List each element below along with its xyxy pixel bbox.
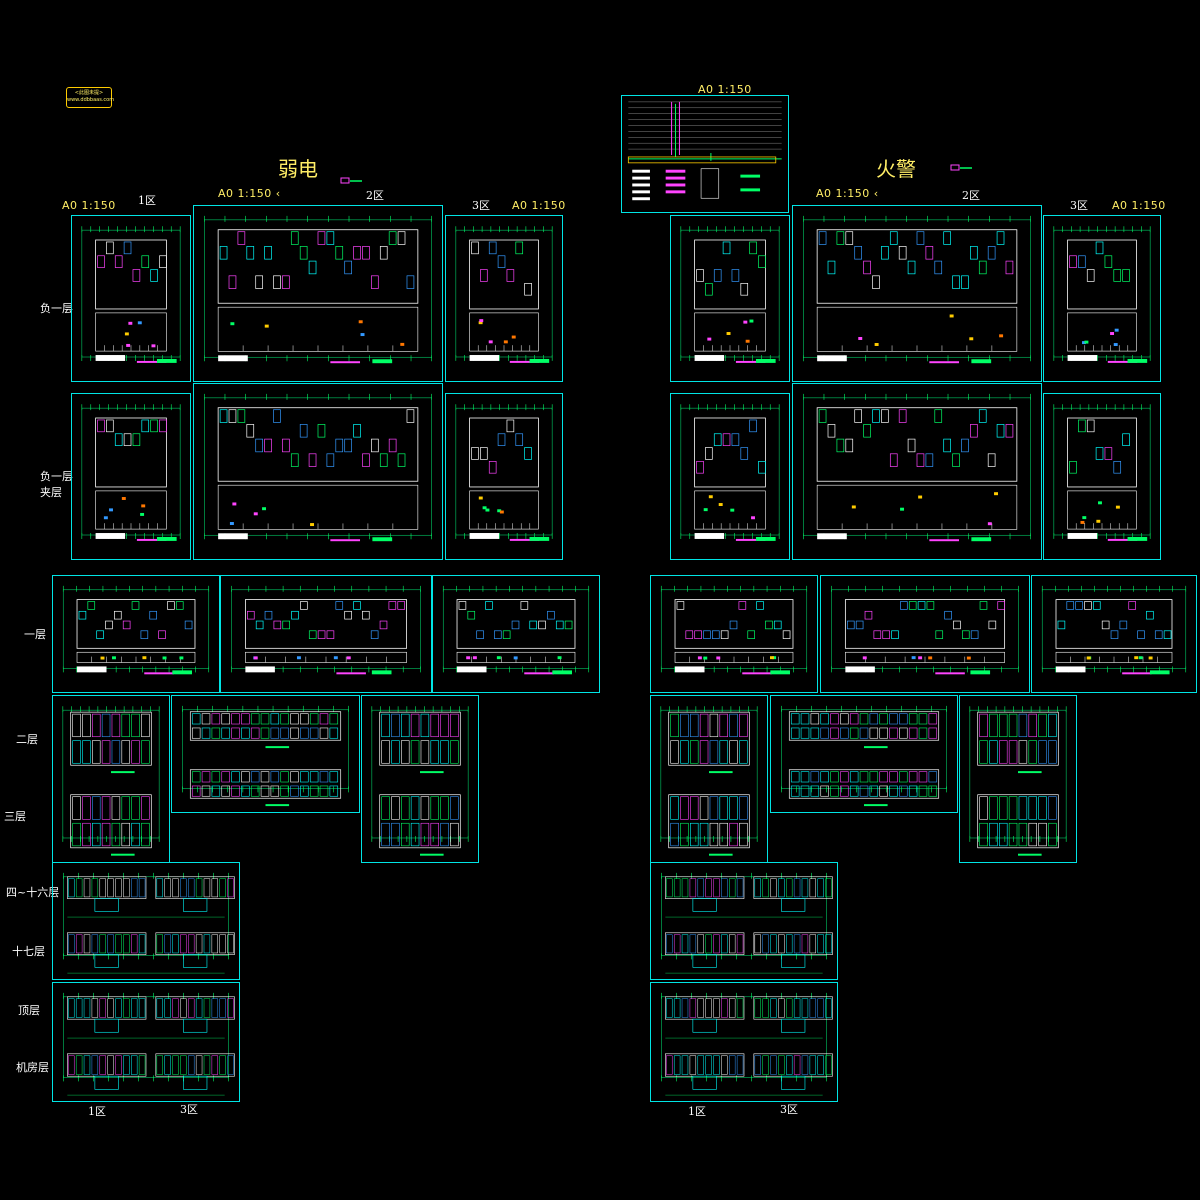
sheet-l-b1m-z2-plan xyxy=(204,393,432,542)
sheet-r-f1-z1-plan xyxy=(660,585,808,675)
sheet-r-roof-plan xyxy=(661,992,833,1096)
sheet-l-f1-z1 xyxy=(52,575,220,693)
sheet-l-f4-17-plan xyxy=(63,872,235,974)
sheet-l-f1-z3-plan xyxy=(442,585,590,675)
sheet-l-b1-z2 xyxy=(193,205,443,382)
source-stamp: <此图未提> www.ddbbaas.com xyxy=(66,87,115,108)
sheet-l-b1-z3-plan xyxy=(455,226,553,363)
sheet-l-f2-z2-plan xyxy=(182,705,349,807)
right-title: 火警 xyxy=(876,157,916,181)
sheet-l-b1m-z2 xyxy=(193,383,443,560)
sheet-r-f2-z2-plan xyxy=(781,705,947,807)
left-bottom-zone-3: 3区 xyxy=(180,1103,198,1116)
sheet-r-b1-z2 xyxy=(792,205,1042,382)
floor-label-f17: 十七层 xyxy=(12,945,45,958)
sheet-l-roof-plan xyxy=(63,992,235,1096)
floor-label-f3: 三层 xyxy=(4,810,26,823)
sheet-l-f1-z2 xyxy=(220,575,432,693)
right-bottom-zone-1: 1区 xyxy=(688,1105,706,1118)
right-zone-3: 3区 xyxy=(1070,199,1088,212)
sheet-l-b1-z2-plan xyxy=(204,215,432,364)
sheet-r-f23-z3-plan xyxy=(969,706,1067,856)
right-title-mark xyxy=(950,164,972,171)
left-zone-3: 3区 xyxy=(472,199,490,212)
sheet-l-b1-z3 xyxy=(445,215,563,382)
legend-table xyxy=(627,101,782,201)
sheet-l-f1-z1-plan xyxy=(62,585,210,675)
sheet-r-f4-17-plan xyxy=(661,872,833,974)
left-title-mark xyxy=(340,177,362,184)
sheet-r-f2-z2 xyxy=(770,695,958,813)
sheet-l-f4-17 xyxy=(52,862,240,980)
left-zone-1: 1区 xyxy=(138,194,156,207)
left-zone-2: 2区 xyxy=(366,189,384,202)
sheet-l-f1-z2-plan xyxy=(231,585,421,675)
sheet-r-b1m-z1 xyxy=(670,393,790,560)
sheet-l-f2-z2 xyxy=(171,695,360,813)
sheet-r-roof xyxy=(650,982,838,1102)
left-scale-3: A0 1:150 xyxy=(512,199,566,212)
sheet-l-f1-z3 xyxy=(432,575,600,693)
sheet-r-b1-z1 xyxy=(670,215,790,382)
sheet-r-f1-z2-plan xyxy=(831,585,1019,675)
stamp-line-1: <此图未提> xyxy=(74,90,104,96)
sheet-l-b1m-z3 xyxy=(445,393,563,560)
sheet-r-f1-z3-plan xyxy=(1041,585,1187,675)
left-scale-1: A0 1:150 xyxy=(62,199,116,212)
sheet-r-b1-z3-plan xyxy=(1053,226,1151,363)
floor-label-f2: 二层 xyxy=(16,733,38,746)
left-scale-2: A0 1:150 ‹ xyxy=(218,187,281,200)
sheet-l-f23-z1 xyxy=(52,695,170,863)
right-bottom-zone-3: 3区 xyxy=(780,1103,798,1116)
sheet-r-f1-z2 xyxy=(820,575,1030,693)
left-title: 弱电 xyxy=(278,157,318,181)
sheet-l-b1m-z1-plan xyxy=(81,404,181,541)
sheet-r-f4-17 xyxy=(650,862,838,980)
legend-sheet xyxy=(621,95,789,213)
sheet-l-f23-z1-plan xyxy=(62,706,160,856)
floor-label-roof: 顶层 xyxy=(18,1004,40,1017)
right-legend-scale: A0 1:150 xyxy=(698,83,752,96)
sheet-l-roof xyxy=(52,982,240,1102)
sheet-l-f23-z3 xyxy=(361,695,479,863)
sheet-r-b1-z1-plan xyxy=(680,226,780,363)
floor-label-machine: 机房层 xyxy=(16,1061,49,1074)
floor-label-f4-16: 四~十六层 xyxy=(6,886,60,899)
sheet-r-f23-z1-plan xyxy=(660,706,758,856)
floor-label-f1: 一层 xyxy=(24,628,46,641)
stamp-line-2: www.ddbbaas.com xyxy=(67,97,115,103)
sheet-r-b1m-z3 xyxy=(1043,393,1161,560)
sheet-r-b1m-z3-plan xyxy=(1053,404,1151,541)
sheet-l-b1m-z1 xyxy=(71,393,191,560)
sheet-l-f23-z3-plan xyxy=(371,706,469,856)
floor-label-b1: 负一层 xyxy=(40,302,73,315)
right-scale-2: A0 1:150 xyxy=(1112,199,1166,212)
sheet-l-b1-z1-plan xyxy=(81,226,181,363)
sheet-r-b1-z3 xyxy=(1043,215,1161,382)
floor-label-b1m-1: 负一层 xyxy=(40,470,73,483)
sheet-r-b1m-z2 xyxy=(792,383,1042,560)
right-zone-2: 2区 xyxy=(962,189,980,202)
sheet-r-b1m-z2-plan xyxy=(803,393,1031,542)
sheet-l-b1m-z3-plan xyxy=(455,404,553,541)
sheet-r-f1-z1 xyxy=(650,575,818,693)
sheet-r-f23-z3 xyxy=(959,695,1077,863)
sheet-r-f23-z1 xyxy=(650,695,768,863)
sheet-l-b1-z1 xyxy=(71,215,191,382)
sheet-r-f1-z3 xyxy=(1031,575,1197,693)
sheet-r-b1-z2-plan xyxy=(803,215,1031,364)
floor-label-b1m-2: 夹层 xyxy=(40,486,62,499)
sheet-r-b1m-z1-plan xyxy=(680,404,780,541)
left-bottom-zone-1: 1区 xyxy=(88,1105,106,1118)
right-scale-1: A0 1:150 ‹ xyxy=(816,187,879,200)
